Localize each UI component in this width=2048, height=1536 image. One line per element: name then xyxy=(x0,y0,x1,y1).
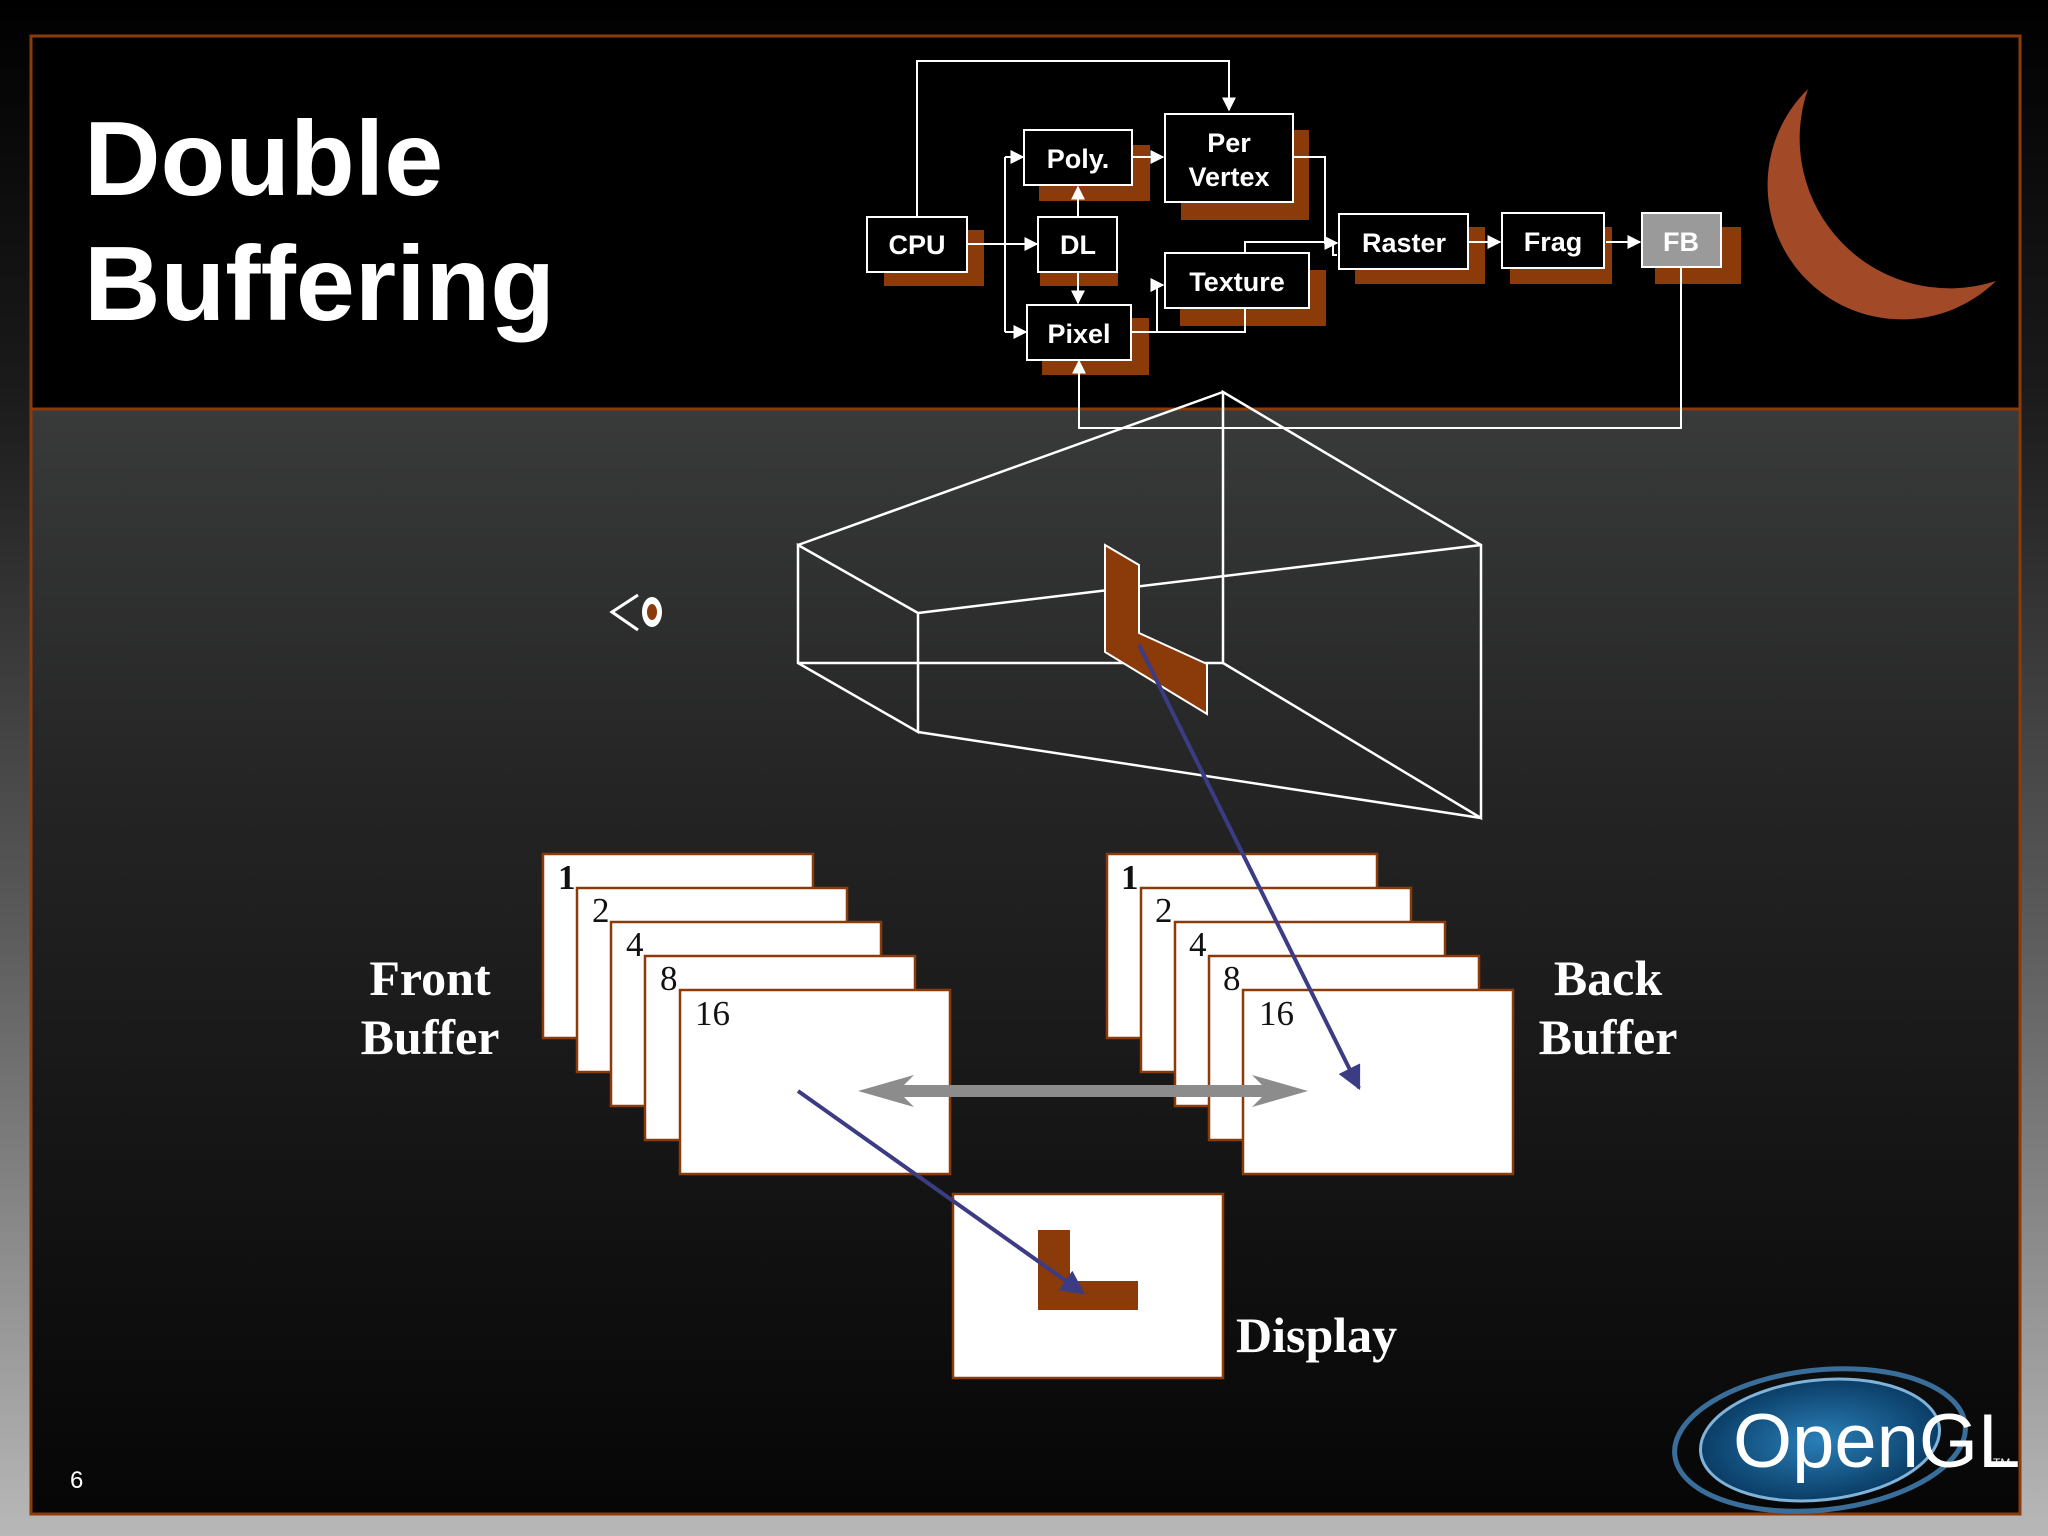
back-plane-16-label: 16 xyxy=(1259,994,1294,1033)
per-vertex-label-line2: Vertex xyxy=(1188,162,1269,192)
slide-title-line1: Double xyxy=(84,100,443,218)
display-label: Display xyxy=(1236,1307,1397,1363)
front-plane-16-label: 16 xyxy=(695,994,730,1033)
frag-box xyxy=(1501,212,1605,269)
back-plane-1-label: 1 xyxy=(1121,858,1139,897)
projection-to-back-buffer xyxy=(1137,644,1361,1091)
opengl-logo-text: OpenGL xyxy=(1733,1399,2020,1484)
front-plane-8-label: 8 xyxy=(660,959,678,998)
dl-label: DL xyxy=(1060,230,1096,260)
back-plane-8-label: 8 xyxy=(1223,959,1241,998)
fb-to-pixel-line xyxy=(1072,267,1682,429)
pixel-label: Pixel xyxy=(1047,319,1110,349)
cpu-box xyxy=(866,216,968,273)
front-buffer-to-display-line xyxy=(796,1089,1085,1295)
front-plane-1-label: 1 xyxy=(558,858,576,897)
swap-arrow xyxy=(858,1075,1308,1107)
poly-label: Poly. xyxy=(1047,144,1110,174)
slide-title-line2: Buffering xyxy=(84,225,555,343)
raster-label: Raster xyxy=(1362,228,1447,258)
cpu-to-per-vertex-line xyxy=(916,60,1236,217)
front-buffer-stack: 1 2 4 8 16 xyxy=(541,852,952,1176)
fb-box xyxy=(1641,212,1722,268)
fb-label: FB xyxy=(1663,227,1699,257)
pixel-to-raster-line xyxy=(1131,241,1337,333)
opengl-logo: OpenGL TM xyxy=(1672,1366,2020,1514)
pixel-box xyxy=(1026,304,1132,361)
back-plane-16 xyxy=(1241,988,1515,1176)
frustum-edge-bottom xyxy=(917,730,1482,820)
texture-label: Texture xyxy=(1189,267,1285,297)
texture-box xyxy=(1164,252,1310,309)
front-plane-4-label: 4 xyxy=(626,925,644,964)
frustum-edge-right-top xyxy=(917,543,1482,615)
per-vertex-label-line1: Per xyxy=(1207,128,1251,158)
frag-label: Frag xyxy=(1524,227,1583,257)
pipeline-diagram: CPU DL Poly. Per Vertex Texture Pixel Ra… xyxy=(866,60,1741,429)
frustum-edge-top xyxy=(797,390,1224,547)
back-buffer-label-line1: Back xyxy=(1554,950,1663,1006)
back-buffer-stack: 1 2 4 8 16 xyxy=(1105,852,1515,1176)
back-plane-2-label: 2 xyxy=(1155,891,1173,930)
raster-box xyxy=(1338,213,1469,270)
back-plane-4-label: 4 xyxy=(1189,925,1207,964)
front-buffer-label-line1: Front xyxy=(369,950,491,1006)
page-number: 6 xyxy=(70,1467,83,1494)
front-plane-2-label: 2 xyxy=(592,891,610,930)
front-buffer-label-line2: Buffer xyxy=(361,1009,500,1065)
back-buffer-label-line2: Buffer xyxy=(1539,1009,1678,1065)
dl-box xyxy=(1037,216,1118,273)
view-frustum xyxy=(796,389,1483,821)
poly-box xyxy=(1023,129,1133,186)
cpu-label: CPU xyxy=(888,230,945,260)
moon-icon xyxy=(1767,89,1996,320)
eye-icon xyxy=(609,593,662,632)
opengl-logo-tm: TM xyxy=(1993,1456,2010,1470)
per-vertex-box xyxy=(1164,113,1294,203)
l-shaped-object xyxy=(1104,543,1208,716)
